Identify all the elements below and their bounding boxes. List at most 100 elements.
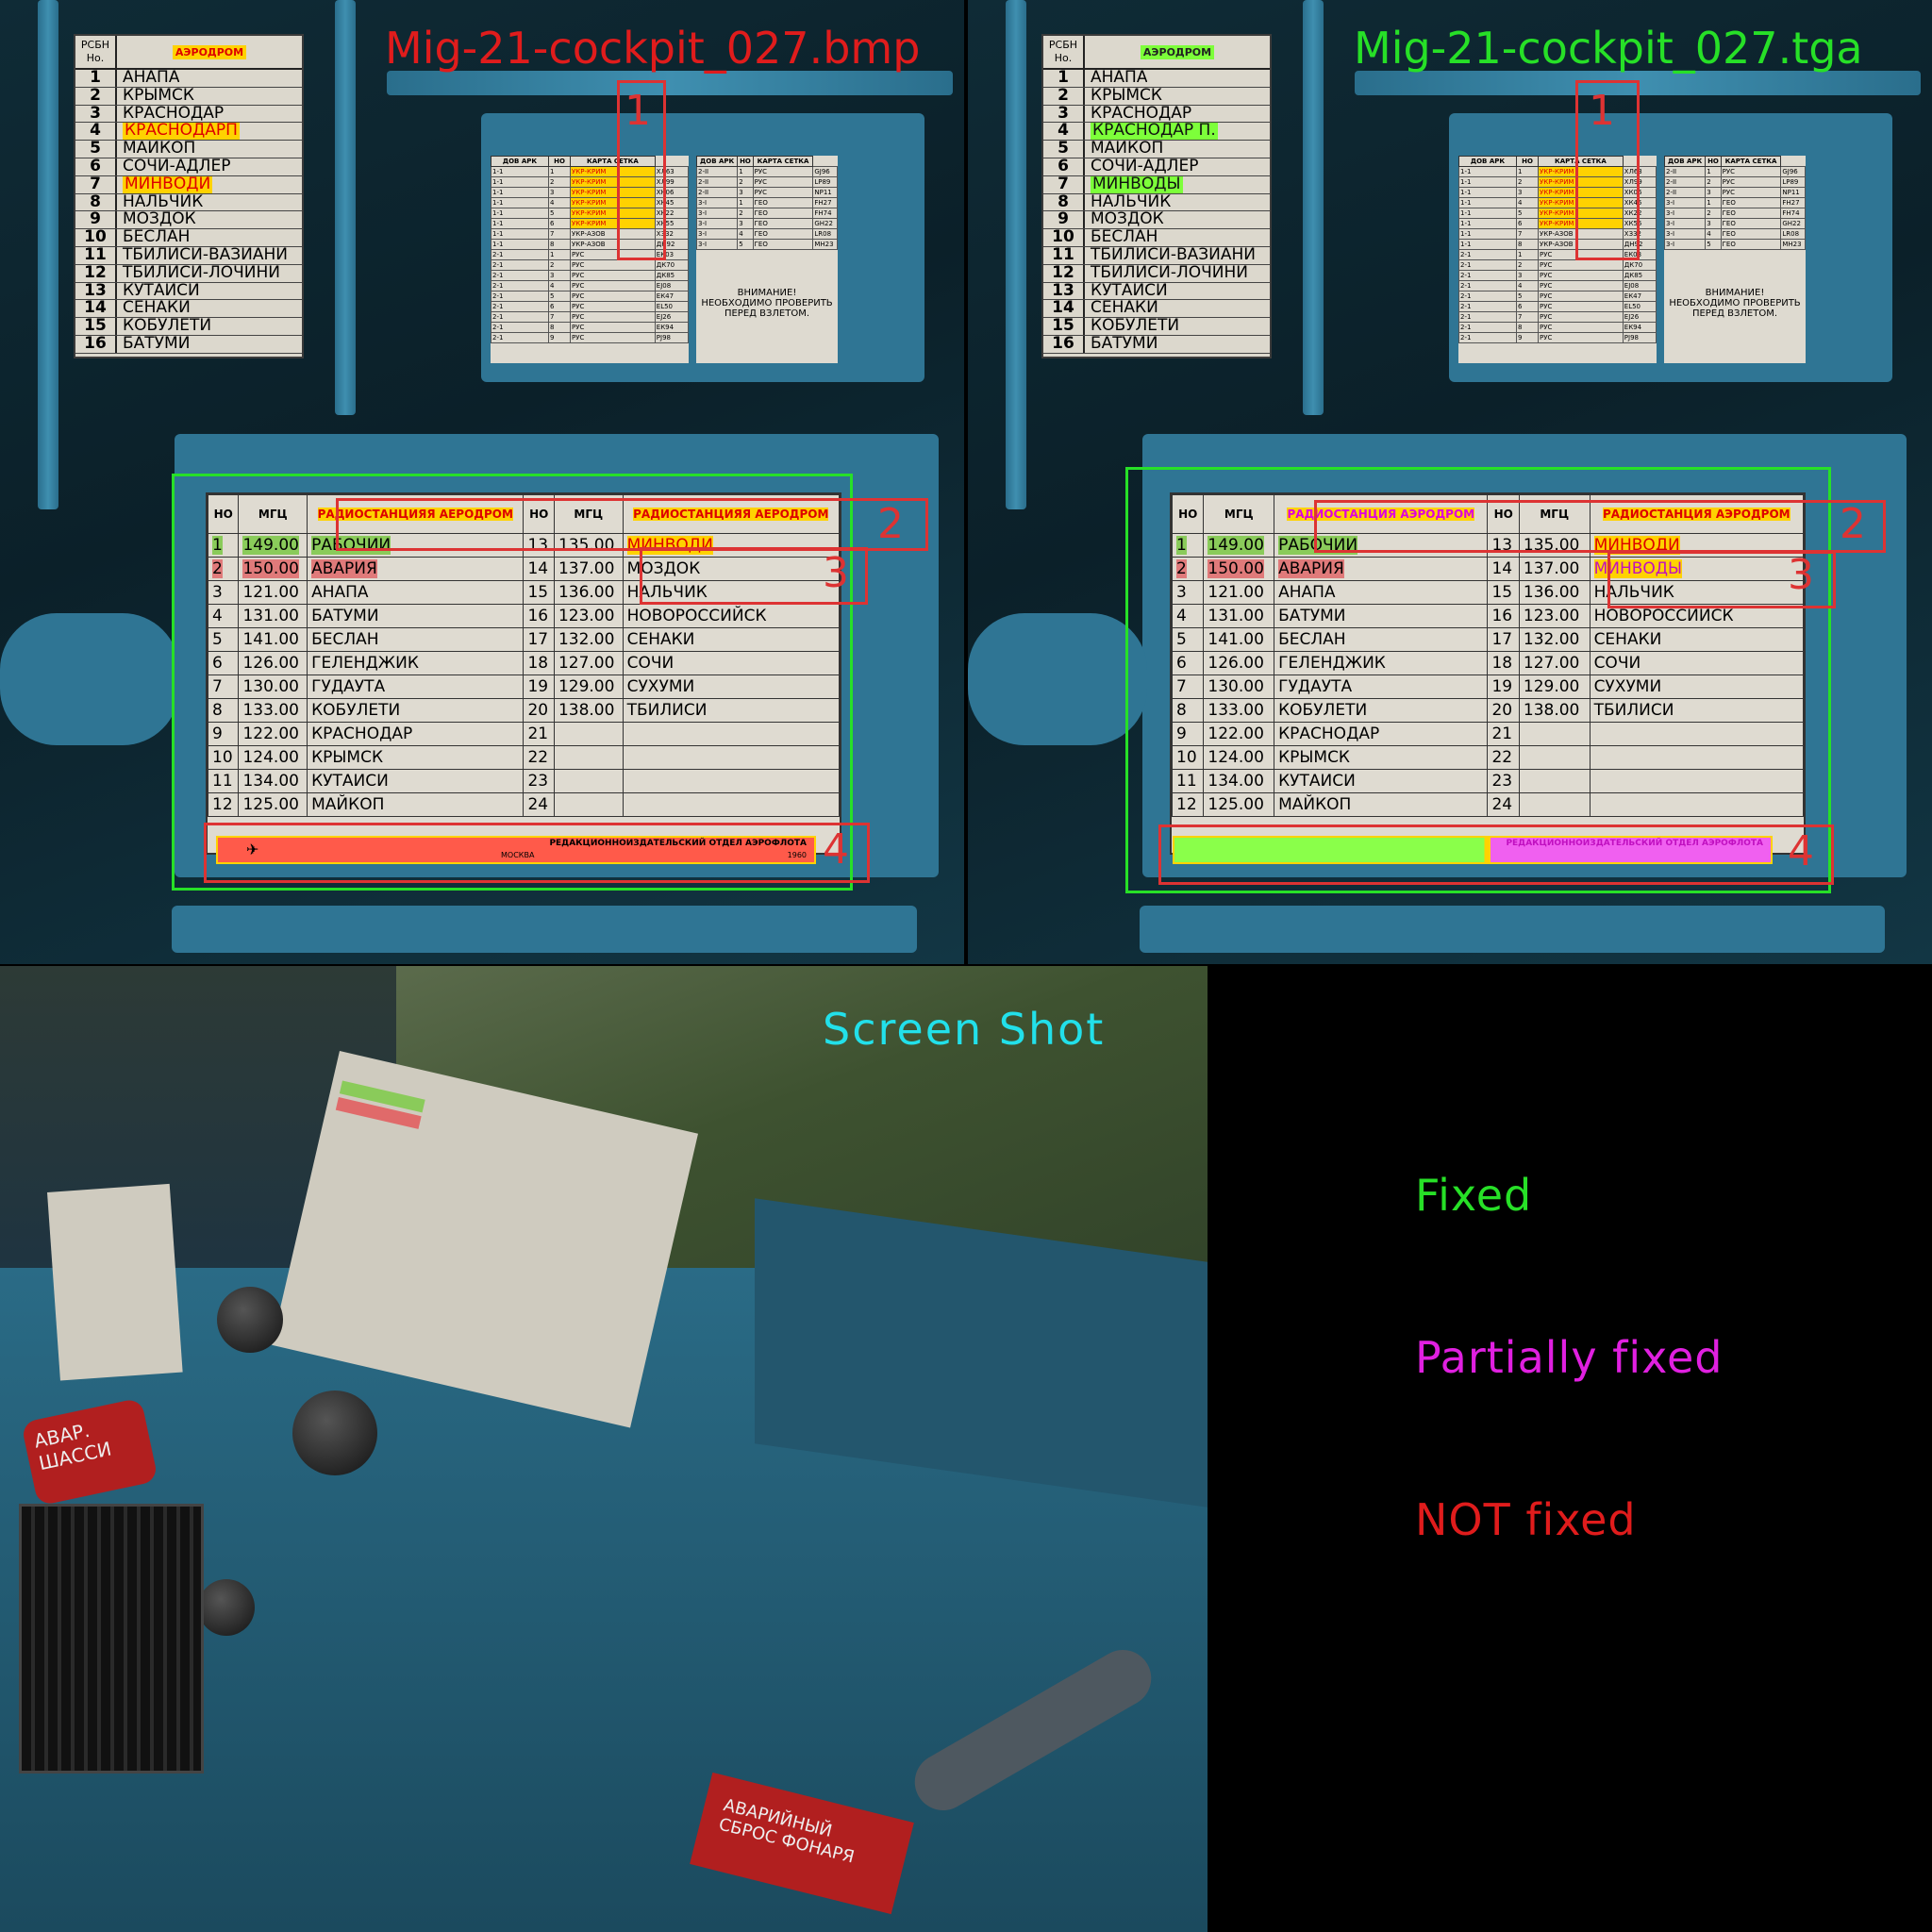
route-cell: 2-1 bbox=[1458, 280, 1517, 291]
route-cell: 1-1 bbox=[1458, 239, 1517, 250]
route-cell: РУС bbox=[570, 259, 656, 271]
freq-cell: КРАСНОДАР bbox=[1274, 722, 1489, 746]
list-item-name: МАЙКОП bbox=[123, 141, 196, 158]
route-cell: РУС bbox=[570, 322, 656, 333]
route-cell: РУС bbox=[1720, 187, 1782, 198]
freq-cell: 22 bbox=[523, 745, 555, 770]
cockpit-screenshot: АВАР. ШАССИ АВАРИЙНЫЙ СБРОС ФОНАРЯ Scree… bbox=[0, 966, 1208, 1932]
route-col-header: КАРТА СЕТКА bbox=[752, 156, 814, 167]
freq-cell: 129.00 bbox=[553, 675, 624, 699]
freq-cell bbox=[622, 722, 841, 746]
route-cell: 4 bbox=[547, 197, 572, 208]
freq-cell: 7 bbox=[1171, 675, 1205, 699]
route-cell: 4 bbox=[547, 280, 572, 291]
freq-cell: 133.00 bbox=[1203, 698, 1275, 723]
freq-cell: 13 bbox=[1487, 533, 1520, 558]
route-cell: РУС bbox=[570, 270, 656, 281]
route-cell: 1 bbox=[1515, 249, 1540, 260]
frame-bar bbox=[1303, 0, 1324, 415]
route-col-header: НО bbox=[737, 156, 754, 167]
route-cell: 2-II bbox=[695, 166, 739, 177]
route-col-header: КАРТА СЕТКА bbox=[1720, 156, 1782, 167]
freq-cell: ГЕЛЕНДЖИК bbox=[307, 651, 525, 675]
route-cell: РУС bbox=[570, 280, 656, 291]
route-cell: MH23 bbox=[812, 239, 838, 250]
route-cell: 9 bbox=[1515, 332, 1540, 343]
frame-bar bbox=[1006, 0, 1026, 509]
freq-cell: НАЛЬЧИК bbox=[622, 580, 841, 605]
freq-cell: 24 bbox=[1487, 792, 1520, 817]
route-cell: ГЕО bbox=[752, 218, 814, 229]
route-cell: 3 bbox=[737, 187, 754, 198]
route-col-header: НО bbox=[547, 156, 572, 167]
knob[interactable] bbox=[217, 1287, 283, 1353]
footer-year: 1960 bbox=[787, 851, 807, 859]
freq-cell: 122.00 bbox=[1203, 722, 1275, 746]
list-item-name: КРЫМСК bbox=[1091, 87, 1162, 105]
freq-cell: МАЙКОП bbox=[1274, 792, 1489, 817]
route-cell: РУС bbox=[570, 311, 656, 323]
list-item-name: МОЗДОК bbox=[1091, 211, 1164, 229]
freq-cell: 131.00 bbox=[1203, 604, 1275, 628]
freq-cell: СУХУМИ bbox=[622, 675, 841, 699]
route-cell: 3-I bbox=[1663, 197, 1707, 208]
freq-cell bbox=[1518, 792, 1591, 817]
footer-tga: РЕДАКЦИОННОИЗДАТЕЛЬСКИЙ ОТДЕЛ АЭРОФЛОТА bbox=[1173, 836, 1773, 864]
freq-cell: 11 bbox=[207, 769, 240, 793]
aeroflot-logo-icon: ✈ bbox=[246, 841, 259, 858]
route-cell: 4 bbox=[1515, 197, 1540, 208]
route-cell: 1-1 bbox=[1458, 228, 1517, 240]
route-cell: РУС bbox=[570, 332, 656, 343]
list-item-number: 9 bbox=[1043, 211, 1085, 229]
freq-cell: НОВОРОССИЙСК bbox=[622, 604, 841, 628]
list-item-number: 14 bbox=[1043, 300, 1085, 318]
knob[interactable] bbox=[292, 1391, 377, 1475]
list-item-number: 12 bbox=[75, 264, 117, 282]
list-item-number: 7 bbox=[1043, 175, 1085, 193]
marker-label-1: 1 bbox=[625, 87, 651, 135]
route-cell: ЕЈ26 bbox=[1622, 311, 1657, 323]
route-cell: ДК70 bbox=[654, 259, 690, 271]
route-cell: 2-1 bbox=[1458, 291, 1517, 302]
freq-cell: 11 bbox=[1171, 769, 1205, 793]
route-col-header: НО bbox=[1515, 156, 1540, 167]
freq-cell: 130.00 bbox=[238, 675, 308, 699]
fixed-outline-bmp bbox=[172, 474, 853, 891]
route-cell: 2 bbox=[547, 259, 572, 271]
knob[interactable] bbox=[198, 1579, 255, 1636]
freq-cell: СЕНАКИ bbox=[1589, 627, 1805, 652]
list-item-name: КРАСНОДАР bbox=[1091, 105, 1192, 123]
freq-cell: БЕСЛАН bbox=[307, 627, 525, 652]
route-cell: РУС bbox=[1720, 176, 1782, 188]
route-cell: 8 bbox=[547, 239, 572, 250]
freq-cell: РАБОЧИИ bbox=[1274, 533, 1489, 558]
route-cell: 6 bbox=[1515, 301, 1540, 312]
freq-cell: ГЕЛЕНДЖИК bbox=[1274, 651, 1489, 675]
